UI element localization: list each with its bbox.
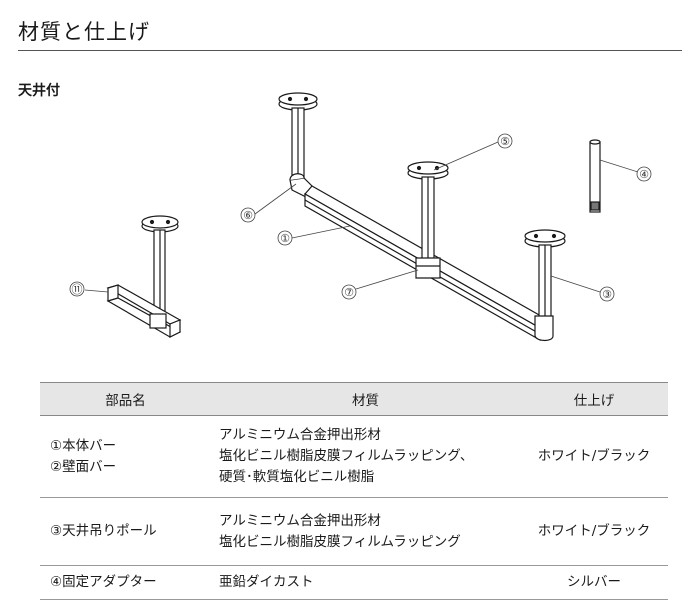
main-left-flange	[278, 92, 318, 111]
part-cell: ①本体バー ②壁面バー	[40, 415, 211, 498]
leader-11	[84, 289, 109, 293]
callout-7: ⑦	[344, 286, 354, 299]
header-material: 材質	[211, 382, 520, 416]
callout-3: ③	[602, 288, 612, 301]
materials-table: 部品名 材質 仕上げ ①本体バー ②壁面バー アルミニウム合金押出形材 塩化ビニ…	[40, 382, 668, 600]
center-flange	[407, 161, 449, 180]
leader-4	[599, 159, 639, 173]
table-row: ④固定アダプター 亜鉛ダイカスト シルバー	[40, 565, 668, 600]
leader-5	[433, 141, 499, 171]
material-line: 塩化ビニル樹脂皮膜フィルムラッピング、	[219, 448, 474, 464]
finish-cell: ホワイト/ブラック	[520, 497, 668, 566]
material-cell: アルミニウム合金押出形材 塩化ビニル樹脂皮膜フィルムラッピング、 硬質･軟質塩化…	[211, 415, 520, 498]
callout-1: ①	[280, 232, 290, 245]
center-pole	[415, 176, 441, 279]
finish-cell: シルバー	[520, 565, 668, 600]
left-wall-bar	[106, 284, 182, 338]
leader-3	[550, 275, 601, 293]
fixing-adapter	[589, 139, 601, 213]
section-label: 天井付	[18, 83, 60, 99]
part-name: ③天井吊りポール	[50, 523, 157, 539]
material-line: 硬質･軟質塩化ビニル樹脂	[219, 469, 375, 485]
table-header-row: 部品名 材質 仕上げ	[40, 382, 668, 416]
main-left-pole	[291, 107, 305, 181]
part-name: ④固定アダプター	[50, 574, 157, 590]
header-finish: 仕上げ	[520, 382, 668, 416]
callout-4: ④	[639, 168, 649, 181]
material-line: 亜鉛ダイカスト	[219, 574, 314, 590]
material-line: 塩化ビニル樹脂皮膜フィルムラッピング	[219, 533, 461, 550]
part-name: ①本体バー	[50, 437, 117, 454]
leader-7	[355, 269, 419, 290]
right-flange	[524, 229, 566, 248]
part-cell: ④固定アダプター	[40, 565, 211, 600]
right-pole	[534, 244, 554, 342]
leader-6	[254, 183, 297, 215]
leader-1	[291, 225, 351, 239]
callout-5: ⑤	[500, 135, 510, 148]
callout-6: ⑥	[243, 209, 253, 222]
part-name: ②壁面バー	[50, 458, 117, 475]
part-cell: ③天井吊りポール	[40, 497, 211, 566]
material-cell: アルミニウム合金押出形材 塩化ビニル樹脂皮膜フィルムラッピング	[211, 497, 520, 566]
page-title: 材質と仕上げ	[18, 20, 150, 44]
material-cell: 亜鉛ダイカスト	[211, 565, 520, 600]
left-ceiling-flange	[141, 215, 179, 233]
callout-11: ⑪	[72, 283, 83, 296]
header-part: 部品名	[40, 382, 211, 416]
product-diagram: ⑤ ⑥ ① ④ ⑦ ③ ⑪	[69, 92, 652, 342]
table-row: ①本体バー ②壁面バー アルミニウム合金押出形材 塩化ビニル樹脂皮膜フィルムラッ…	[40, 415, 668, 498]
title-divider	[18, 50, 682, 51]
finish-cell: ホワイト/ブラック	[520, 415, 668, 498]
material-line: アルミニウム合金押出形材	[219, 512, 381, 529]
table-row: ③天井吊りポール アルミニウム合金押出形材 塩化ビニル樹脂皮膜フィルムラッピング…	[40, 497, 668, 566]
left-pole	[153, 229, 166, 313]
material-line: アルミニウム合金押出形材	[219, 427, 381, 443]
